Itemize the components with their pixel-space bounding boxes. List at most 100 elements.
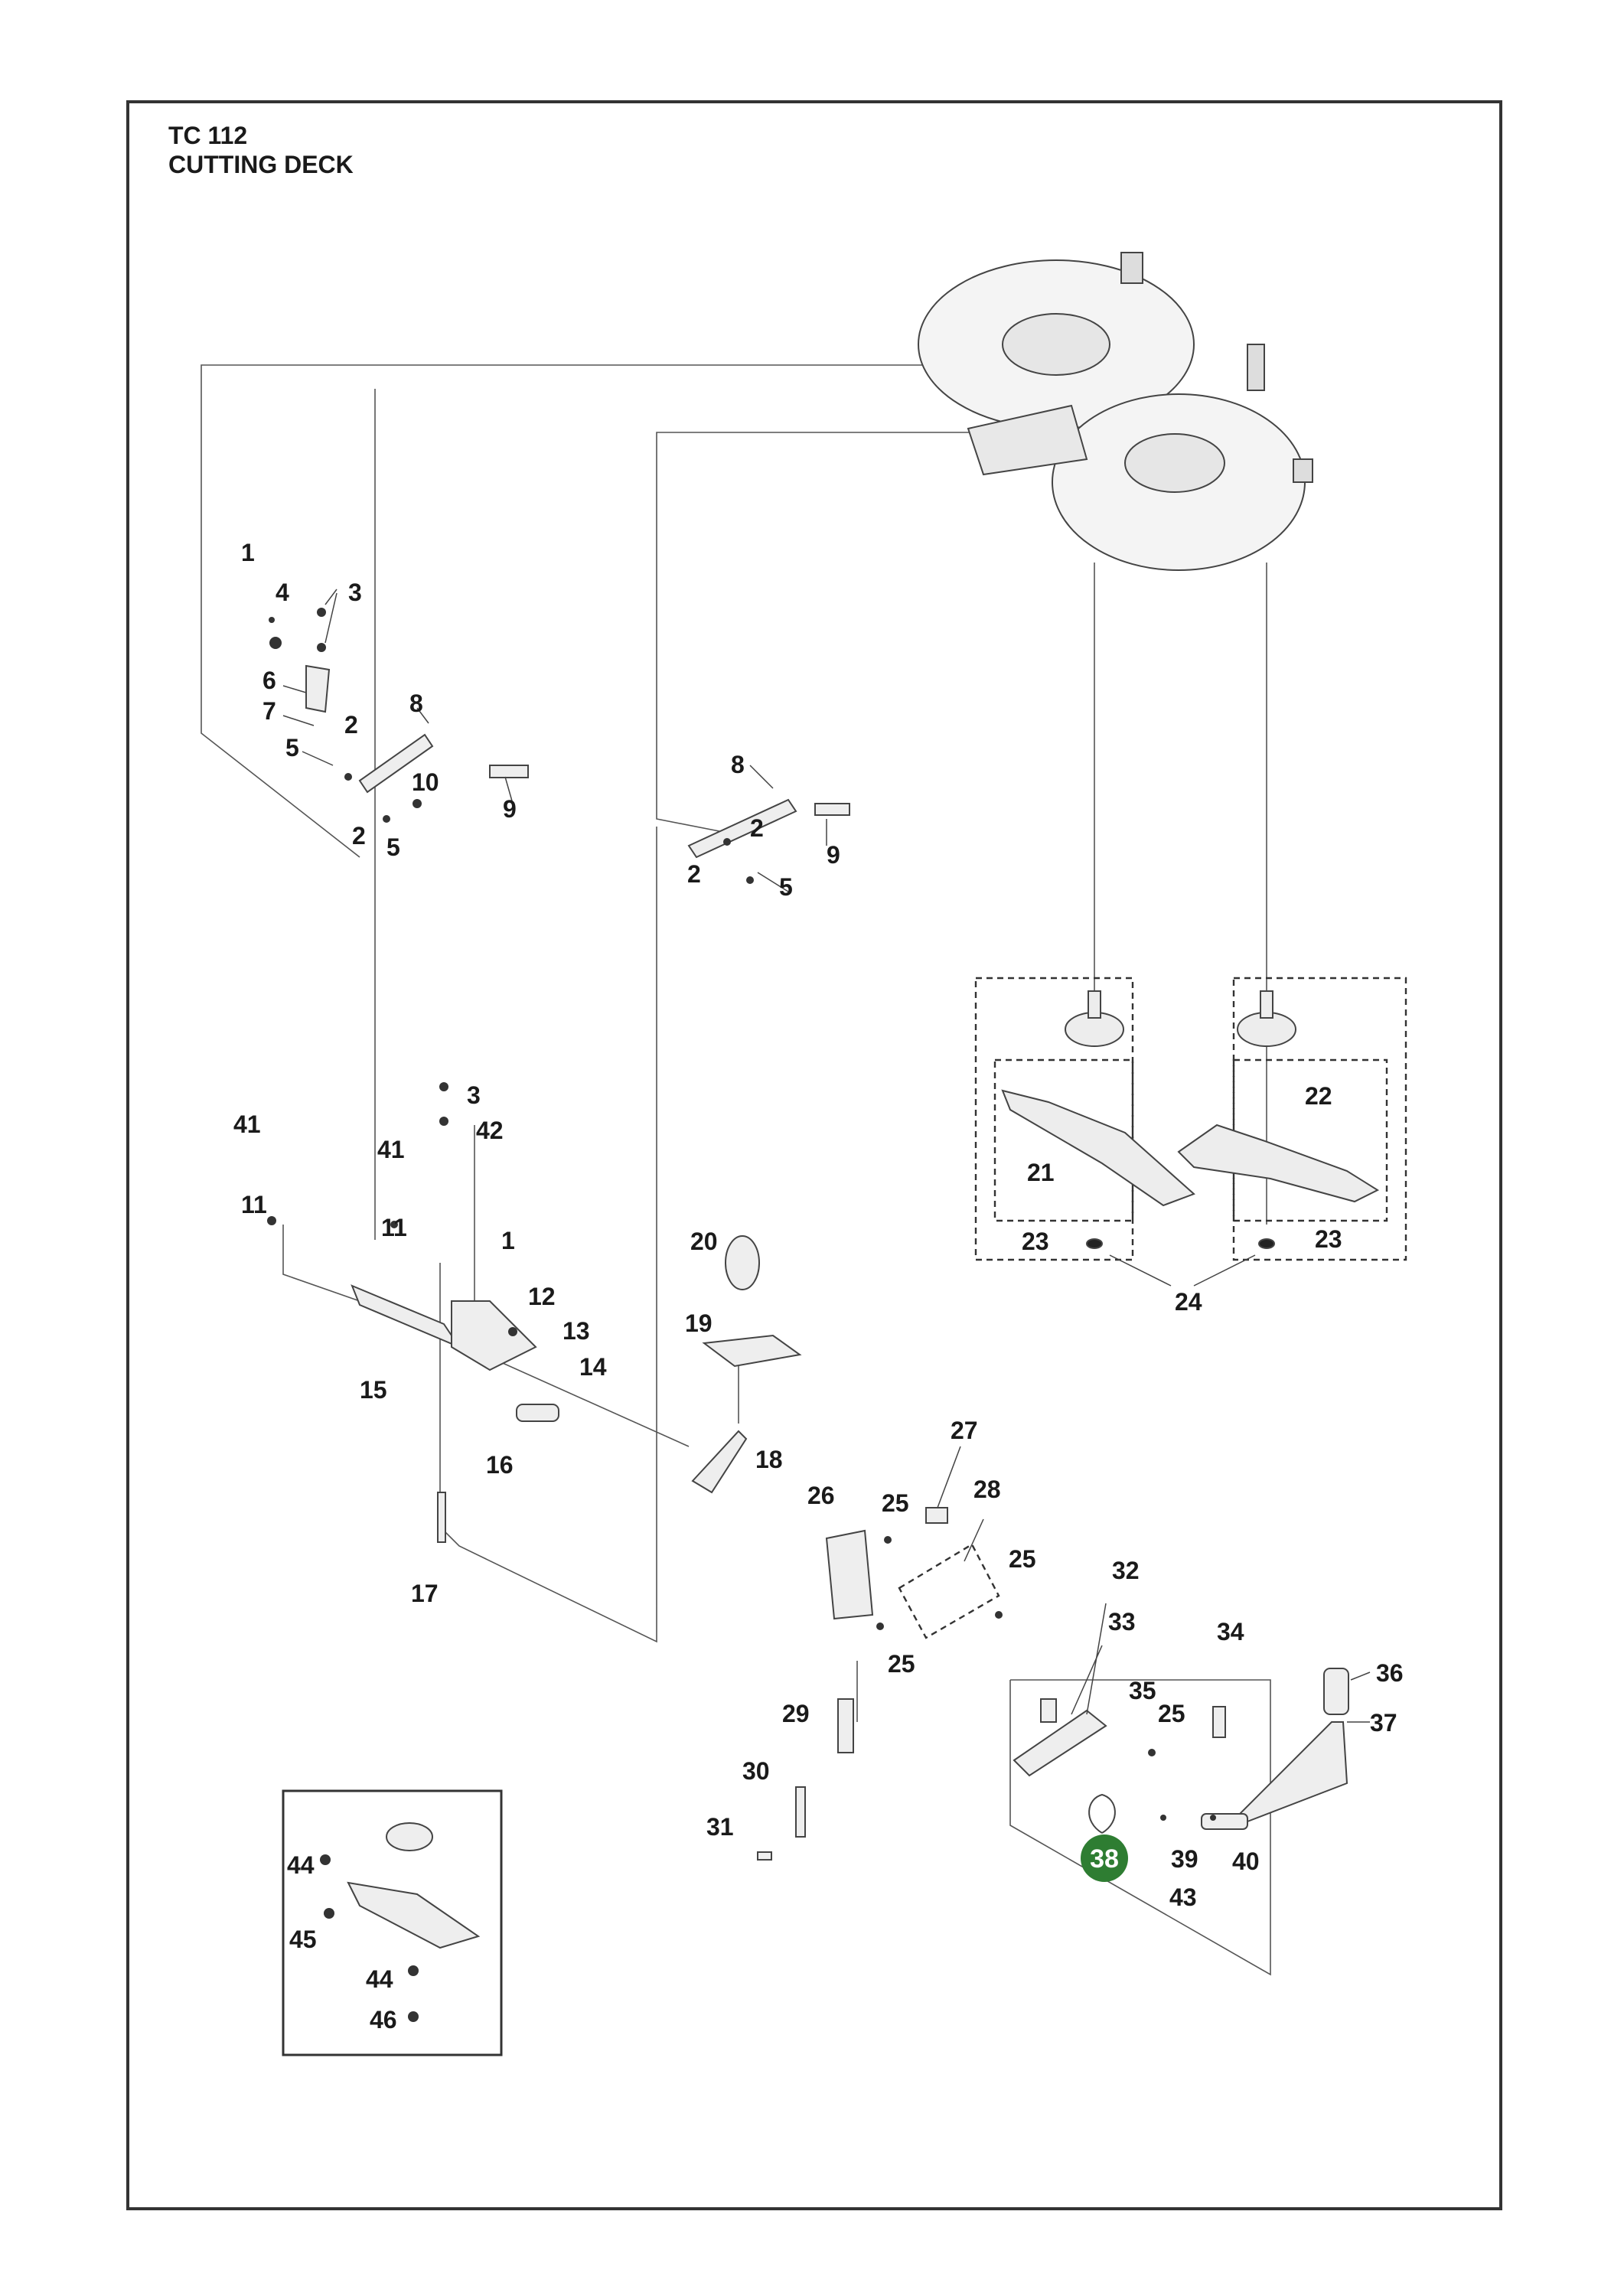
callout-26: 26	[807, 1482, 835, 1509]
deck-housing-rear-inner	[1002, 313, 1110, 376]
part-28-box	[898, 1543, 1000, 1639]
callout-27: 27	[951, 1417, 978, 1444]
callout-2: 2	[352, 822, 366, 850]
callout-40: 40	[1232, 1848, 1260, 1875]
callout-29: 29	[782, 1700, 810, 1727]
fastener	[390, 1221, 398, 1228]
lift-handle-18	[691, 1430, 748, 1494]
handle-37	[1238, 1721, 1348, 1823]
callout-23: 23	[1022, 1228, 1049, 1255]
fastener	[1160, 1815, 1166, 1821]
fastener	[269, 637, 282, 649]
blade-21	[1001, 1089, 1195, 1207]
handle-knob-20	[725, 1235, 760, 1290]
leader-line	[416, 707, 429, 724]
callout-9: 9	[827, 841, 840, 869]
spring-40	[1201, 1813, 1248, 1830]
callout-15: 15	[360, 1376, 387, 1404]
callout-9: 9	[503, 795, 517, 823]
callout-25: 25	[1158, 1700, 1185, 1727]
leader-line	[1193, 1254, 1256, 1287]
lift-shaft-15	[351, 1284, 461, 1349]
callout-35: 35	[1129, 1677, 1156, 1704]
spacer-27	[925, 1507, 948, 1524]
blade-22	[1177, 1124, 1380, 1203]
fastener	[746, 876, 754, 884]
deck-mount-post	[1247, 344, 1265, 391]
callout-11: 11	[381, 1214, 407, 1241]
leader-line	[324, 589, 338, 605]
callout-30: 30	[742, 1757, 770, 1785]
deck-housing-front-inner	[1124, 433, 1225, 493]
lift-plate-14	[451, 1300, 537, 1371]
callout-32: 32	[1112, 1557, 1140, 1584]
bracket-26	[825, 1529, 874, 1620]
inset-spindle	[386, 1822, 433, 1851]
grip-36	[1323, 1668, 1349, 1715]
fastener	[723, 838, 731, 846]
page-frame	[126, 100, 1502, 2210]
callout-2: 2	[687, 860, 701, 888]
fastener	[269, 617, 275, 623]
leader-line	[757, 872, 789, 892]
deck-bracket	[967, 404, 1088, 476]
callout-16: 16	[486, 1451, 514, 1479]
callout-36: 36	[1376, 1659, 1404, 1687]
callout-25: 25	[1009, 1545, 1036, 1573]
rod-17	[437, 1492, 446, 1543]
rod-30	[795, 1786, 806, 1838]
handle-plate-19	[702, 1334, 802, 1368]
highlight-badge	[1081, 1835, 1128, 1882]
assembly-line	[201, 364, 987, 858]
section-title: CUTTING DECK	[168, 151, 354, 178]
callout-43: 43	[1169, 1883, 1197, 1911]
callout-25: 25	[882, 1489, 909, 1517]
assembly-line	[1009, 1679, 1271, 1976]
assembly-line	[656, 432, 991, 835]
leader-line	[504, 776, 514, 804]
bushing-32	[1040, 1698, 1057, 1723]
callout-37: 37	[1370, 1709, 1397, 1737]
callout-labels: 1 3 4 6 7 2 5 8 10 9 2 5 8 2 2 5 9 3 41 …	[233, 539, 1404, 2033]
leader-line	[324, 592, 338, 644]
callout-11: 11	[241, 1191, 267, 1218]
callout-39: 39	[1171, 1845, 1198, 1873]
lever-33	[1013, 1709, 1107, 1777]
callout-24: 24	[1175, 1288, 1202, 1316]
leader-line	[749, 765, 774, 789]
callout-4: 4	[276, 579, 289, 606]
spindle-shaft-left	[1088, 990, 1101, 1019]
callout-46: 46	[370, 2006, 397, 2033]
fastener	[1210, 1815, 1216, 1821]
fastener	[884, 1536, 892, 1544]
callout-2: 2	[750, 814, 764, 842]
spindle-kit-box-left	[974, 977, 1134, 1261]
fastener	[413, 799, 422, 808]
callout-18: 18	[755, 1446, 783, 1473]
fastener	[267, 1216, 276, 1225]
fastener	[320, 1854, 331, 1865]
fastener	[383, 815, 390, 823]
callout-22: 22	[1305, 1082, 1332, 1110]
callout-6: 6	[263, 667, 276, 694]
callout-20: 20	[690, 1228, 718, 1255]
assembly-line	[443, 827, 657, 1643]
leader-line	[964, 1518, 984, 1562]
lift-bracket-6	[305, 664, 331, 713]
callout-12: 12	[528, 1283, 556, 1310]
callout-5: 5	[386, 833, 400, 861]
callout-28: 28	[973, 1476, 1001, 1503]
callout-7: 7	[263, 697, 276, 725]
clip-9-right	[814, 803, 850, 816]
blade-bolt-left	[1086, 1238, 1103, 1249]
callout-23: 23	[1315, 1225, 1342, 1253]
callout-42: 42	[476, 1117, 504, 1144]
highlighted-callout-38[interactable]: 38	[1090, 1844, 1119, 1874]
callout-5: 5	[285, 734, 299, 762]
lift-arm-right	[687, 798, 797, 859]
fastener	[508, 1327, 517, 1336]
leader-line	[1350, 1671, 1371, 1681]
fastener	[317, 643, 326, 652]
leader-line	[1071, 1645, 1103, 1715]
